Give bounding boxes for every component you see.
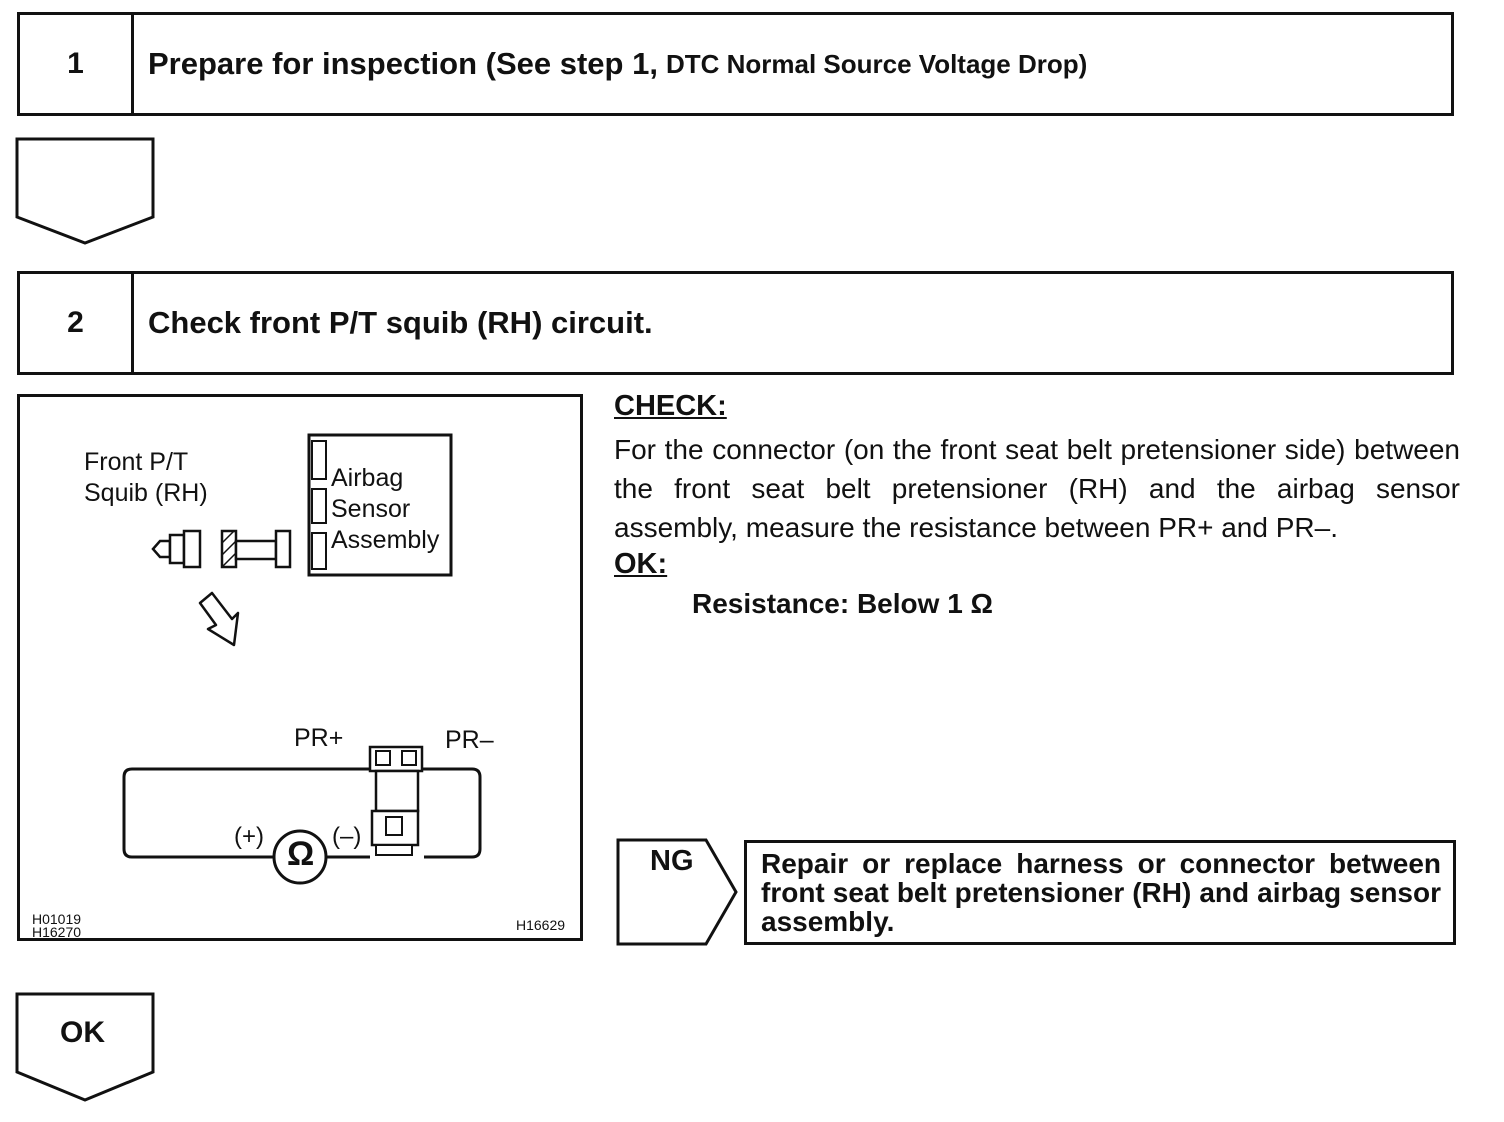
pr-plus-label: PR+ xyxy=(294,724,344,752)
ng-action-box: Repair or replace harness or connector b… xyxy=(744,840,1456,945)
step-title: Check front P/T squib (RH) circuit. xyxy=(148,274,653,372)
ng-label: NG xyxy=(650,845,694,877)
ok-arrow-down-icon xyxy=(15,992,155,1102)
step-2-header: 2 Check front P/T squib (RH) circuit. xyxy=(17,271,1454,375)
ohm-symbol-icon: Ω xyxy=(287,835,315,873)
ng-arrow-right-icon xyxy=(616,838,738,946)
step-title: Prepare for inspection (See step 1, DTC … xyxy=(148,15,1087,113)
step-title-reference: DTC Normal Source Voltage Drop) xyxy=(665,48,1088,79)
inspection-diagram: Front P/T Squib (RH) xyxy=(17,394,583,941)
check-instruction: For the connector (on the front seat bel… xyxy=(614,434,1460,543)
ok-heading: OK: xyxy=(614,548,668,580)
direction-arrow-icon xyxy=(198,591,240,647)
meter-plus-label: (+) xyxy=(234,823,264,850)
sensor-assembly-label: Airbag Sensor Assembly xyxy=(331,464,440,554)
step-title-main: Prepare for inspection (See step 1, xyxy=(148,46,658,81)
squib-label: Front P/T Squib (RH) xyxy=(84,448,208,507)
resistance-spec: Resistance: Below 1 Ω xyxy=(692,588,993,619)
meter-minus-label: (–) xyxy=(332,823,362,850)
figure-code-left: H01019 H16270 xyxy=(32,911,82,940)
step-title-main: Check front P/T squib (RH) circuit. xyxy=(148,305,653,340)
step-1-header: 1 Prepare for inspection (See step 1, DT… xyxy=(17,12,1454,116)
flow-arrow-down-icon xyxy=(15,137,155,245)
pr-minus-label: PR– xyxy=(445,726,494,754)
check-heading: CHECK: xyxy=(614,390,727,422)
ok-label: OK xyxy=(60,1016,105,1049)
step-number: 1 xyxy=(20,15,134,113)
connector-illustration xyxy=(122,433,482,885)
step-number: 2 xyxy=(20,274,134,372)
figure-code-right: H16629 xyxy=(516,917,566,933)
